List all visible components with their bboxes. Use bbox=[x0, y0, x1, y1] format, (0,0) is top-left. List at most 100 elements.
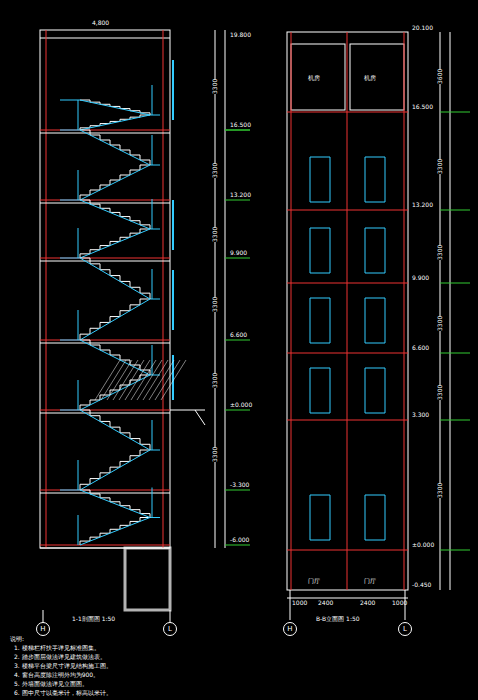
drawing-line bbox=[385, 228, 386, 273]
elevation-text: 2400 bbox=[318, 600, 333, 606]
drawing-line bbox=[365, 413, 385, 414]
note-text: 3. 楼梯平台梁尺寸详见结构施工图。 bbox=[14, 663, 112, 669]
drawing-line bbox=[225, 130, 250, 131]
drawing-line bbox=[225, 410, 250, 411]
elevation-text: 9.900 bbox=[412, 275, 429, 281]
drawing-line bbox=[78, 228, 79, 258]
elevation-text: 4,800 bbox=[92, 20, 109, 26]
drawing-line bbox=[80, 405, 81, 410]
drawing-line bbox=[365, 157, 366, 202]
drawing-line bbox=[78, 380, 79, 410]
elevation-text: 6.600 bbox=[230, 332, 247, 338]
dimension-text: 3300 bbox=[212, 227, 218, 242]
dimension-text: 3300 bbox=[212, 163, 218, 178]
drawing-line bbox=[100, 135, 101, 140]
drawing-line bbox=[310, 368, 311, 413]
drawing-line bbox=[90, 328, 91, 334]
drawing-line bbox=[310, 202, 330, 203]
note-text: 2. 踏步面层做法详见建筑做法表。 bbox=[14, 654, 106, 660]
drawing-line bbox=[80, 375, 150, 410]
drawing-line bbox=[110, 421, 111, 427]
dimension-text: 3300 bbox=[212, 447, 218, 462]
axis-label: L bbox=[168, 626, 172, 633]
drawing-line bbox=[310, 157, 330, 158]
drawing-line bbox=[78, 170, 79, 200]
elevation-text: ±0.000 bbox=[412, 542, 434, 548]
drawing-line bbox=[60, 100, 80, 101]
drawing-line bbox=[130, 150, 131, 155]
drawing-line bbox=[80, 484, 81, 490]
dimension-text: 3300 bbox=[437, 483, 443, 498]
drawing-line bbox=[80, 115, 150, 130]
drawing-line bbox=[365, 228, 366, 273]
drawing-line bbox=[80, 258, 150, 299]
drawing-line bbox=[80, 490, 150, 518]
drawing-line bbox=[140, 287, 141, 293]
drawing-line bbox=[440, 210, 470, 211]
drawing-line bbox=[310, 273, 330, 274]
dimension-text: 3300 bbox=[437, 316, 443, 331]
elevation-text: 19.800 bbox=[230, 32, 251, 38]
axis-bubble: L bbox=[163, 622, 177, 636]
drawing-line bbox=[143, 360, 168, 400]
drawing-line bbox=[365, 495, 385, 496]
drawing-line bbox=[80, 450, 150, 490]
drawing-line bbox=[287, 283, 408, 284]
elevation-text: 门厅 bbox=[308, 578, 320, 584]
drawing-line bbox=[100, 416, 101, 422]
drawing-line bbox=[120, 276, 121, 282]
drawing-line bbox=[78, 310, 79, 340]
elevation-text: 9.900 bbox=[230, 250, 247, 256]
drawing-line bbox=[80, 165, 150, 200]
drawing-line bbox=[100, 395, 101, 400]
drawing-line bbox=[120, 427, 121, 433]
drawing-line bbox=[365, 298, 385, 299]
drawing-line bbox=[110, 140, 111, 145]
drawing-line bbox=[120, 355, 121, 360]
drawing-line bbox=[90, 340, 91, 345]
drawing-line bbox=[120, 461, 121, 467]
drawing-line bbox=[310, 228, 330, 229]
drawing-line bbox=[140, 155, 141, 160]
drawing-line bbox=[152, 199, 153, 229]
drawing-line bbox=[330, 368, 331, 413]
drawing-line bbox=[440, 420, 470, 421]
drawing-line bbox=[440, 112, 470, 113]
note-text: 5. 外墙面做法详见立面图。 bbox=[14, 681, 88, 687]
drawing-line bbox=[152, 420, 153, 450]
drawing-line bbox=[140, 299, 141, 305]
drawing-line bbox=[140, 439, 141, 445]
axis-bubble: L bbox=[398, 622, 412, 636]
drawing-line bbox=[60, 490, 80, 491]
drawing-line bbox=[330, 157, 331, 202]
drawing-line bbox=[330, 228, 331, 273]
dimension-text: 3600 bbox=[437, 69, 443, 84]
drawing-line bbox=[130, 305, 131, 311]
elevation-text: 13.200 bbox=[230, 192, 251, 198]
drawing-line bbox=[100, 264, 101, 270]
drawing-line bbox=[287, 550, 408, 551]
drawing-line bbox=[80, 100, 150, 115]
drawing-line bbox=[310, 368, 330, 369]
drawing-line bbox=[119, 360, 144, 400]
drawing-line bbox=[150, 370, 151, 375]
drawing-line bbox=[90, 130, 91, 135]
drawing-line bbox=[310, 298, 311, 343]
drawing-line bbox=[120, 311, 121, 317]
drawing-line bbox=[310, 298, 330, 299]
drawing-line bbox=[78, 100, 79, 130]
drawing-line bbox=[80, 195, 81, 200]
drawing-line bbox=[40, 493, 170, 494]
drawing-line bbox=[365, 273, 385, 274]
drawing-line bbox=[95, 360, 120, 400]
note-text: 说明: bbox=[10, 636, 24, 642]
drawing-line bbox=[40, 548, 170, 549]
drawing-line bbox=[40, 133, 170, 134]
note-text: 1. 楼梯栏杆扶手详见标准图集。 bbox=[14, 645, 100, 651]
axis-bubble: H bbox=[283, 622, 297, 636]
drawing-line bbox=[365, 228, 385, 229]
elevation-text: 6.600 bbox=[412, 345, 429, 351]
drawing-line bbox=[155, 360, 180, 400]
drawing-line bbox=[113, 360, 138, 400]
